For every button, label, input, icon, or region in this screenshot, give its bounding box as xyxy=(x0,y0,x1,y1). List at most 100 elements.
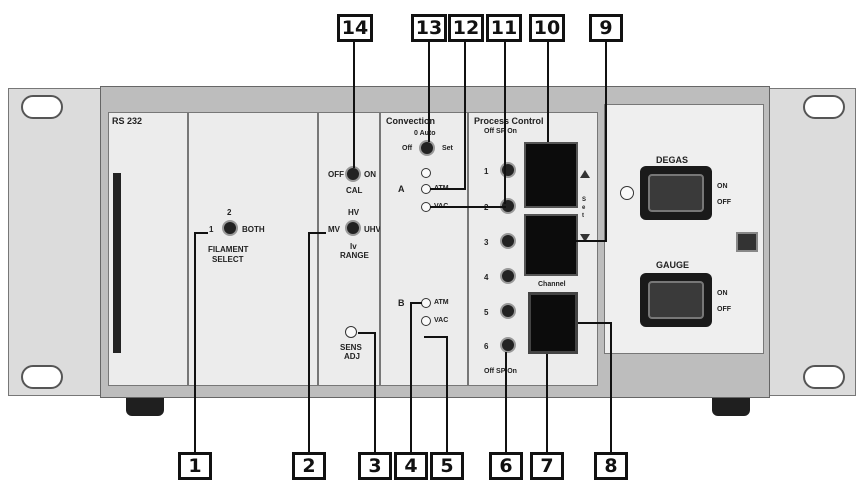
callout-13: 13 xyxy=(411,14,447,42)
sens-adj-pot[interactable] xyxy=(345,326,357,338)
range-lv: lv xyxy=(350,242,357,251)
cal-off: OFF xyxy=(328,170,344,179)
convection-set: Set xyxy=(442,145,453,152)
channel-b-label: B xyxy=(398,298,405,308)
callout-8: 8 xyxy=(594,452,628,480)
decrement-arrow-icon[interactable] xyxy=(580,234,590,242)
channel-select-display[interactable] xyxy=(528,292,578,354)
cal-switch[interactable] xyxy=(345,166,361,182)
filament-module xyxy=(188,112,318,386)
leader-line-6 xyxy=(505,352,507,454)
convection-status-led xyxy=(421,168,431,178)
channel-a-label: A xyxy=(398,184,405,194)
setpoint-switch-3[interactable] xyxy=(500,233,516,249)
setpoint-label-6: 6 xyxy=(484,342,489,351)
leader-line-11h xyxy=(430,206,506,208)
convection-title: Convection xyxy=(386,116,436,126)
degas-on: ON xyxy=(717,183,728,190)
range-mv: MV xyxy=(328,225,340,234)
rs232-label: RS 232 xyxy=(112,116,143,126)
callout-14: 14 xyxy=(337,14,373,42)
setpoint-switch-5[interactable] xyxy=(500,303,516,319)
callout-6: 6 xyxy=(489,452,523,480)
degas-switch[interactable] xyxy=(648,174,704,212)
range-switch[interactable] xyxy=(345,220,361,236)
degas-off: OFF xyxy=(717,199,731,206)
leader-line-7 xyxy=(546,354,548,454)
setpoint-switch-1[interactable] xyxy=(500,162,516,178)
leader-line-3 xyxy=(374,332,376,454)
channel-b-vac: VAC xyxy=(434,317,449,324)
right-rack-ear xyxy=(766,88,856,396)
range-hv: HV xyxy=(348,208,360,217)
mount-hole xyxy=(21,95,63,119)
channel-b-atm-led xyxy=(421,298,431,308)
left-rack-ear xyxy=(8,88,108,396)
leader-line-11 xyxy=(504,42,506,204)
leader-line-14 xyxy=(353,42,355,168)
convection-off: Off xyxy=(402,145,413,152)
leader-line-1h xyxy=(194,232,208,234)
setpoint-display-lower xyxy=(524,214,578,276)
leader-line-1 xyxy=(194,232,196,454)
leader-line-12 xyxy=(464,42,466,190)
callout-10: 10 xyxy=(529,14,565,42)
increment-arrow-icon[interactable] xyxy=(580,170,590,178)
aux-connector[interactable] xyxy=(736,232,758,252)
filament-pos2: 2 xyxy=(227,208,232,217)
set-label: S e t xyxy=(582,197,587,219)
convection-module xyxy=(380,112,468,386)
mount-hole xyxy=(803,95,845,119)
callout-7: 7 xyxy=(530,452,564,480)
leader-line-8h xyxy=(578,322,612,324)
filament-label-1: FILAMENT xyxy=(208,245,249,254)
cal-on: ON xyxy=(364,170,376,179)
channel-b-vac-led xyxy=(421,316,431,326)
convection-auto: 0 Auto xyxy=(414,130,436,137)
filament-select-switch[interactable] xyxy=(222,220,238,236)
leader-line-9 xyxy=(605,42,607,242)
filament-both: BOTH xyxy=(242,225,265,234)
callout-12: 12 xyxy=(448,14,484,42)
leader-line-5 xyxy=(446,336,448,454)
leader-line-2 xyxy=(308,232,310,454)
process-control-title: Process Control xyxy=(474,116,544,126)
gauge-label: GAUGE xyxy=(656,260,690,270)
setpoint-label-3: 3 xyxy=(484,238,489,247)
leader-line-13 xyxy=(428,42,430,142)
mount-hole xyxy=(803,365,845,389)
rack-foot xyxy=(712,398,750,416)
leader-line-4 xyxy=(410,302,412,454)
leader-line-8 xyxy=(610,322,612,454)
degas-label: DEGAS xyxy=(656,155,689,165)
channel-label: Channel xyxy=(538,281,566,288)
callout-3: 3 xyxy=(358,452,392,480)
cal-label: CAL xyxy=(346,186,363,195)
sens-label-2: ADJ xyxy=(344,352,361,361)
degas-indicator-led xyxy=(620,186,634,200)
callout-4: 4 xyxy=(394,452,428,480)
setpoint-switch-6[interactable] xyxy=(500,337,516,353)
range-module xyxy=(318,112,380,386)
gauge-switch[interactable] xyxy=(648,281,704,319)
leader-line-3h xyxy=(358,332,376,334)
process-top-scale: Off SP On xyxy=(484,128,517,135)
setpoint-label-4: 4 xyxy=(484,273,489,282)
range-label: RANGE xyxy=(340,251,369,260)
leader-line-9h xyxy=(576,240,607,242)
channel-b-atm: ATM xyxy=(434,299,449,306)
rack-foot xyxy=(126,398,164,416)
callout-9: 9 xyxy=(589,14,623,42)
convection-mode-switch[interactable] xyxy=(419,140,435,156)
callout-5: 5 xyxy=(430,452,464,480)
callout-11: 11 xyxy=(486,14,522,42)
leader-line-5h xyxy=(424,336,448,338)
gauge-off: OFF xyxy=(717,306,731,313)
process-bottom-scale: Off SP On xyxy=(484,368,517,375)
callout-2: 2 xyxy=(292,452,326,480)
range-uhv: UHV xyxy=(364,225,381,234)
setpoint-switch-4[interactable] xyxy=(500,268,516,284)
setpoint-label-1: 1 xyxy=(484,167,489,176)
callout-1: 1 xyxy=(178,452,212,480)
leader-line-4h xyxy=(410,302,422,304)
